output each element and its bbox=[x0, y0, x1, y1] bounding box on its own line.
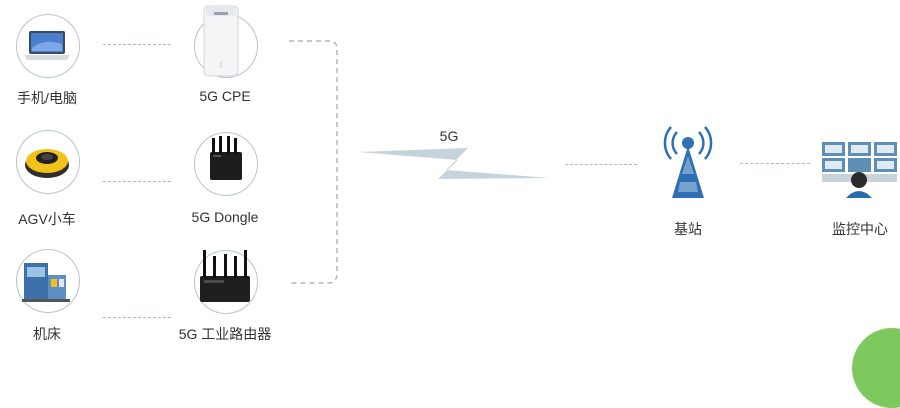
decorative-green-circle bbox=[852, 328, 900, 408]
industrial-router-icon bbox=[194, 250, 256, 312]
connector-machine-router bbox=[103, 317, 171, 318]
laptop-icon bbox=[16, 14, 78, 76]
machine-tool-icon bbox=[16, 249, 78, 311]
terminal-bracket bbox=[285, 36, 355, 296]
terminal-label-router: 5G 工业路由器 bbox=[179, 324, 272, 344]
dongle-icon bbox=[194, 130, 256, 192]
link-label-5g: 5G bbox=[440, 128, 459, 144]
device-label-phone-pc: 手机/电脑 bbox=[17, 88, 77, 108]
device-label-agv: AGV小车 bbox=[18, 209, 76, 229]
base-station-label: 基站 bbox=[674, 219, 702, 239]
terminal-label-cpe: 5G CPE bbox=[199, 88, 250, 104]
cell-tower-icon bbox=[658, 124, 718, 200]
device-label-machine: 机床 bbox=[33, 324, 61, 344]
connector-link-station bbox=[565, 164, 637, 165]
cpe-router-icon bbox=[194, 2, 256, 78]
connector-station-monitor bbox=[740, 163, 810, 164]
lightning-bolt-icon bbox=[356, 148, 556, 188]
agv-cart-icon bbox=[16, 130, 78, 192]
monitor-center-label: 监控中心 bbox=[832, 219, 888, 239]
connector-agv-dongle bbox=[103, 181, 171, 182]
monitoring-center-icon bbox=[820, 140, 900, 200]
connector-laptop-cpe bbox=[103, 44, 171, 45]
terminal-label-dongle: 5G Dongle bbox=[192, 209, 259, 225]
